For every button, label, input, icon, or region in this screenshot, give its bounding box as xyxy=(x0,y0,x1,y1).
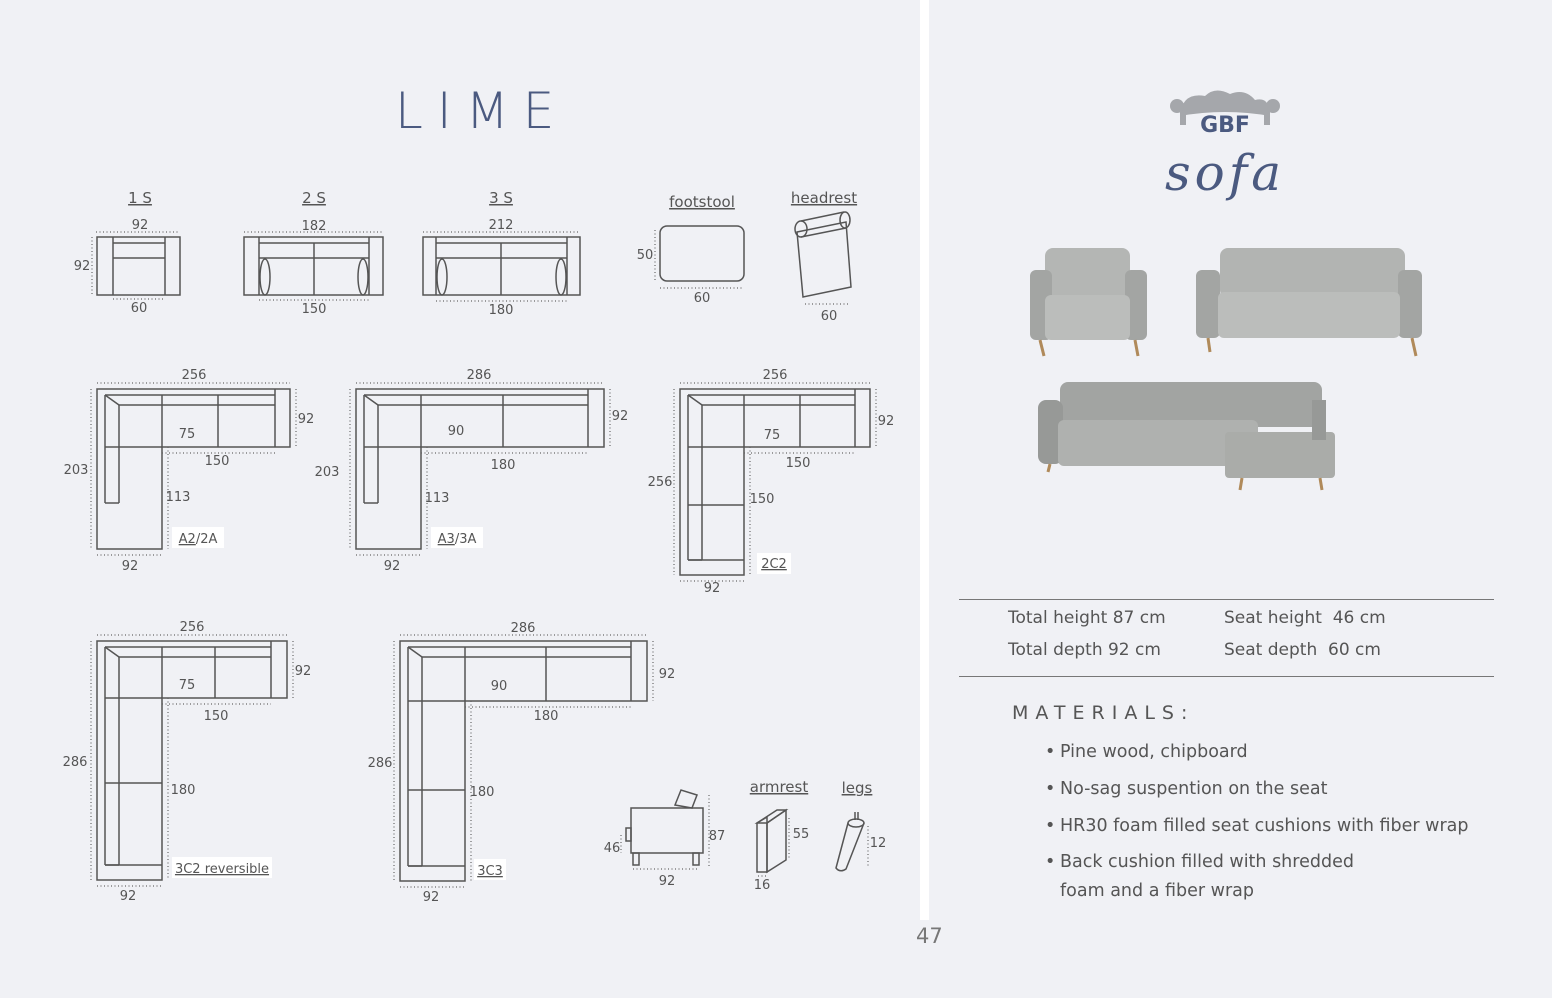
sofa-photo xyxy=(1196,248,1422,357)
dim: 180 xyxy=(489,303,514,318)
material-item: foam and a fiber wrap xyxy=(1060,881,1254,901)
module-3c3-label[interactable]: 3C3 xyxy=(477,864,503,879)
dim: 256 xyxy=(182,368,207,383)
dim: 150 xyxy=(204,709,229,724)
dim: 92 xyxy=(74,259,91,274)
dim: 16 xyxy=(754,878,771,893)
armchair-photo xyxy=(1030,248,1147,357)
module-2s-drawing xyxy=(243,236,384,296)
product-title: LIME xyxy=(395,82,569,140)
total-depth: Total depth 92 cm xyxy=(1008,640,1161,660)
dim: 150 xyxy=(205,454,230,469)
module-3s-drawing xyxy=(422,236,581,296)
dim: 256 xyxy=(648,475,673,490)
dim: 92 xyxy=(659,874,676,889)
seat-depth: Seat depth 60 cm xyxy=(1224,640,1381,660)
specs-table: Total height 87 cm Total depth 92 cm Sea… xyxy=(959,599,1494,677)
total-height: Total height 87 cm xyxy=(1008,608,1166,628)
dim: 212 xyxy=(489,218,514,233)
dim: 150 xyxy=(750,492,775,507)
module-2s-label[interactable]: 2 S xyxy=(302,189,326,207)
dim: 60 xyxy=(131,301,148,316)
dim: 182 xyxy=(302,219,327,234)
dim: 92 xyxy=(704,581,721,596)
dim: 75 xyxy=(179,427,196,442)
dim: 180 xyxy=(491,458,516,473)
dim: 12 xyxy=(870,836,887,851)
dim: 286 xyxy=(467,368,492,383)
dim: 92 xyxy=(122,559,139,574)
dim: 92 xyxy=(295,664,312,679)
module-1s-drawing xyxy=(96,236,181,296)
module-3c2-reversible-label[interactable]: 3C2 reversible xyxy=(175,862,269,877)
dim: 60 xyxy=(694,291,711,306)
footstool-drawing xyxy=(659,225,745,282)
dim: 113 xyxy=(166,490,191,505)
corner-sofa-photo xyxy=(1038,382,1335,491)
seat-height: Seat height 46 cm xyxy=(1224,608,1386,628)
material-item: •Pine wood, chipboard xyxy=(1045,742,1248,762)
dimension-diagrams: 1 S 2 S 3 S footstool headrest armrest l… xyxy=(63,189,895,905)
materials-heading: MATERIALS: xyxy=(1012,702,1195,724)
dim: 286 xyxy=(511,621,536,636)
dim: 50 xyxy=(637,248,654,263)
headrest-label[interactable]: headrest xyxy=(791,189,857,207)
corner-3c3-drawing xyxy=(399,640,648,882)
armrest-label[interactable]: armrest xyxy=(750,778,809,796)
logo-text-gbf: GBF xyxy=(1200,113,1250,138)
dim: 92 xyxy=(423,890,440,905)
module-a2-label[interactable]: A2/2A xyxy=(179,532,218,547)
dim: 90 xyxy=(491,679,508,694)
dim: 92 xyxy=(132,218,149,233)
dim: 256 xyxy=(180,620,205,635)
dim: 75 xyxy=(764,428,781,443)
material-item: •HR30 foam filled seat cushions with fib… xyxy=(1045,816,1469,836)
page-number: 47 xyxy=(916,924,943,948)
legs-label[interactable]: legs xyxy=(842,779,873,797)
leg-drawing xyxy=(835,812,865,872)
dim: 113 xyxy=(425,491,450,506)
corner-a3-drawing xyxy=(355,388,605,550)
gbf-sofa-logo: GBF sofa xyxy=(1165,90,1285,202)
logo-text-sofa: sofa xyxy=(1165,144,1285,202)
dim: 256 xyxy=(763,368,788,383)
dim: 60 xyxy=(821,309,838,324)
dim: 46 xyxy=(604,841,621,856)
dim: 75 xyxy=(179,678,196,693)
armrest-drawing xyxy=(754,808,789,874)
dim: 92 xyxy=(120,889,137,904)
dim: 203 xyxy=(315,465,340,480)
dim: 180 xyxy=(534,709,559,724)
dim: 55 xyxy=(793,827,810,842)
module-2c2-label[interactable]: 2C2 xyxy=(761,557,787,572)
corner-2c2-drawing xyxy=(679,388,871,576)
page-divider xyxy=(920,0,929,920)
dim: 180 xyxy=(470,785,495,800)
dim: 180 xyxy=(171,783,196,798)
dim: 150 xyxy=(786,456,811,471)
dim: 92 xyxy=(878,414,895,429)
product-photos xyxy=(1030,248,1422,491)
dim: 150 xyxy=(302,302,327,317)
material-item: •Back cushion filled with shredded xyxy=(1045,852,1354,872)
corner-a2-drawing xyxy=(96,388,291,550)
dim: 92 xyxy=(384,559,401,574)
dim: 92 xyxy=(298,412,315,427)
dim: 286 xyxy=(63,755,88,770)
dim: 286 xyxy=(368,756,393,771)
dim: 203 xyxy=(64,463,89,478)
module-3s-label[interactable]: 3 S xyxy=(489,189,513,207)
dim: 92 xyxy=(659,667,676,682)
footstool-label[interactable]: footstool xyxy=(669,193,735,211)
dim: 92 xyxy=(612,409,629,424)
module-a3-label[interactable]: A3/3A xyxy=(438,532,477,547)
profile-drawing xyxy=(625,789,704,866)
corner-3c2r-drawing xyxy=(96,640,288,881)
headrest-drawing xyxy=(794,211,852,298)
dim: 90 xyxy=(448,424,465,439)
module-1s-label[interactable]: 1 S xyxy=(128,189,152,207)
material-item: •No-sag suspention on the seat xyxy=(1045,779,1328,799)
dim: 87 xyxy=(709,829,726,844)
